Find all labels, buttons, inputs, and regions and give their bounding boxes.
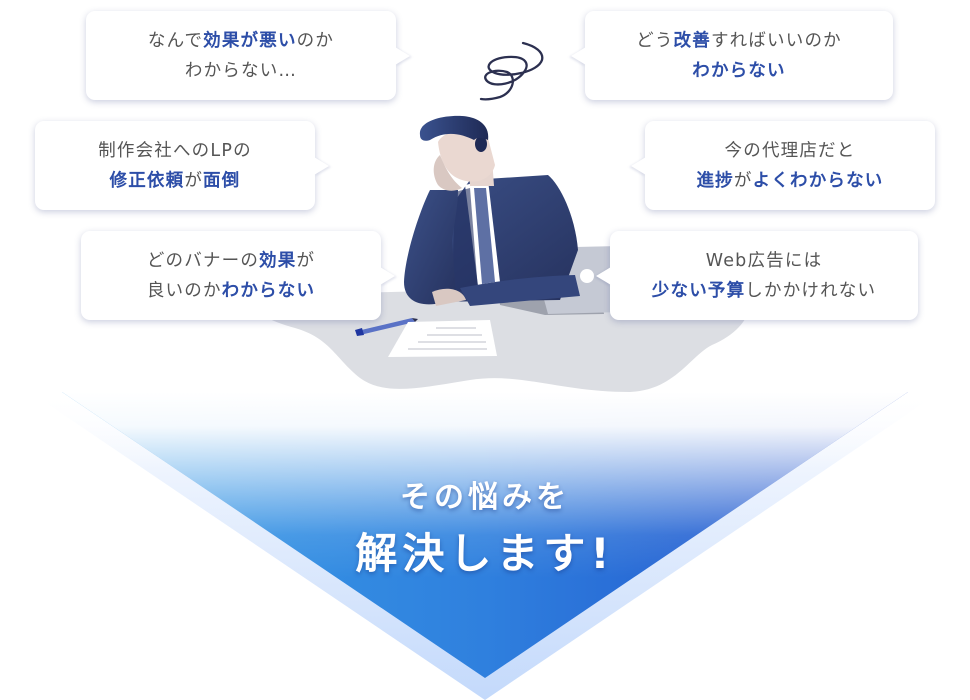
dizzy-spiral-icon (479, 41, 544, 101)
worry-bubble-lp-revision: 制作会社へのLPの 修正依頼が面倒 (35, 121, 329, 210)
bubble-tail (395, 46, 410, 65)
worry-bubble-ineffective-results: なんで効果が悪いのか わからない… (86, 11, 410, 100)
bubble-tail (631, 156, 646, 175)
bubble-tail (571, 46, 586, 65)
bubble-tail (314, 156, 329, 175)
document (388, 320, 497, 357)
solution-arrow-triangle (30, 392, 940, 700)
bubble-line: 制作会社へのLPの (98, 140, 252, 161)
bubble-line: 進捗がよくわからない (696, 170, 884, 191)
bubble-line: 修正依頼が面倒 (109, 170, 241, 191)
worry-bubble-small-budget: Web広告には 少ない予算しかかけれない (596, 231, 918, 320)
bubble-line: なんで効果が悪いのか (147, 30, 335, 51)
worry-bubble-how-to-improve: どう改善すればいいのか わからない (571, 11, 893, 100)
bubble-line: 少ない予算しかかけれない (651, 280, 877, 301)
bubble-tail (380, 266, 395, 285)
bubble-line: Web広告には (705, 250, 823, 271)
cta-heading-line2: 解決します! (355, 529, 615, 578)
bubble-line: 今の代理店だと (724, 140, 856, 161)
bubble-line: わからない (692, 60, 786, 81)
bubble-line: わからない… (184, 60, 298, 81)
businessman (404, 115, 580, 306)
worry-bubble-banner-effect: どのバナーの効果が 良いのかわからない (81, 231, 395, 320)
bubble-line: どう改善すればいいのか (636, 30, 842, 51)
pen (355, 318, 418, 336)
bubble-line: どのバナーの効果が (146, 250, 316, 271)
bubble-line: 良いのかわからない (146, 280, 316, 301)
cta-heading-line1: その悩みを (400, 480, 570, 515)
worry-bubble-agency-progress: 今の代理店だと 進捗がよくわからない (631, 121, 935, 210)
bubble-tail (596, 266, 611, 285)
